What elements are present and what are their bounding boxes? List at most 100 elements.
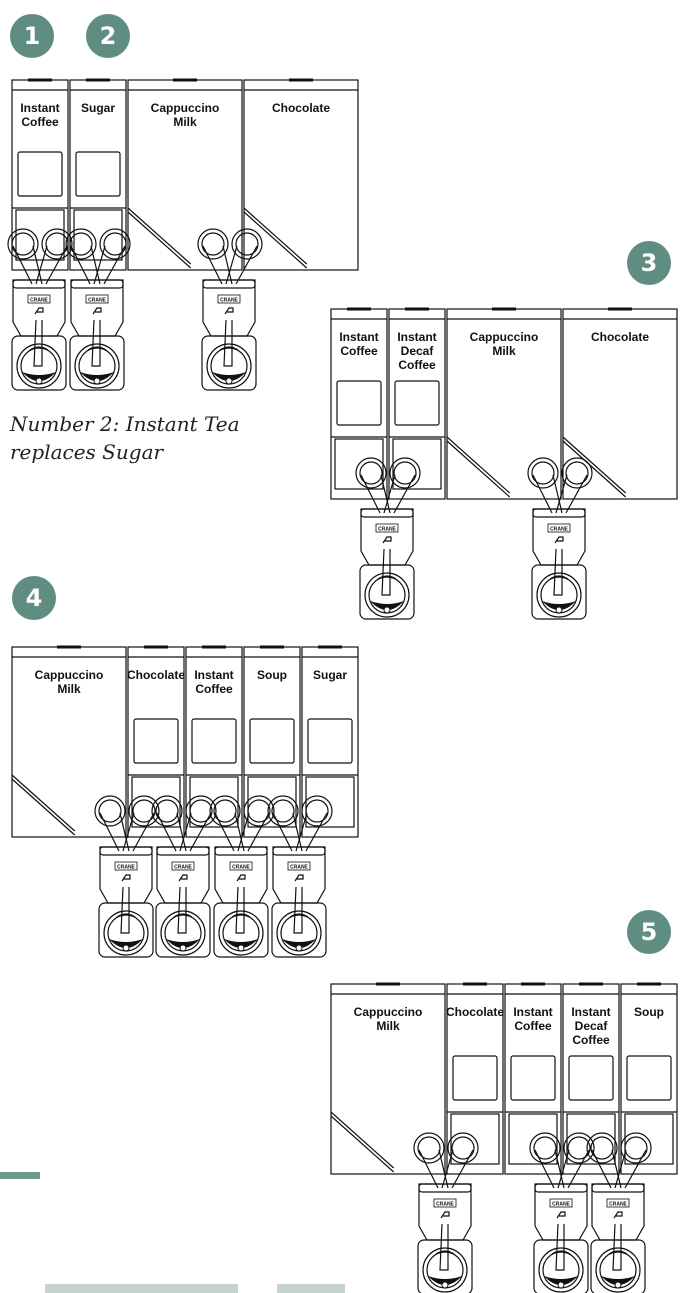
canister-label-line: Sugar bbox=[81, 101, 115, 115]
brand-label-box bbox=[217, 294, 241, 304]
canister-2: Sugar bbox=[69, 78, 127, 271]
brand-label: CRANE bbox=[88, 298, 106, 304]
mixing-bowl-0: CRANE bbox=[359, 508, 415, 620]
mixing-bowl-1: CRANE bbox=[69, 279, 125, 391]
brand-label-box bbox=[27, 294, 51, 304]
canister-4: Soup bbox=[243, 645, 301, 838]
canister-label-line: Chocolate bbox=[591, 330, 649, 344]
mixing-bowl-2: CRANE bbox=[590, 1183, 646, 1293]
canister-label-line: Cappuccino bbox=[354, 1005, 423, 1019]
powder-chute-3a bbox=[267, 795, 303, 852]
brand-label: CRANE bbox=[436, 1202, 454, 1208]
powder-chute-2b bbox=[237, 795, 275, 852]
step-badge-1: 1 bbox=[10, 14, 54, 58]
powder-chute-0b bbox=[122, 795, 160, 852]
powder-chute-1b bbox=[93, 228, 131, 285]
brand-label-box bbox=[375, 523, 399, 533]
canister-label-line: Instant bbox=[513, 1005, 552, 1019]
brand-label-box bbox=[114, 861, 138, 871]
powder-chute-1a bbox=[529, 1132, 565, 1189]
canister-label-line: Cappuccino bbox=[151, 101, 220, 115]
canister-label-line: Coffee bbox=[195, 682, 233, 696]
powder-chute-2a bbox=[209, 795, 245, 852]
decorative-bar-bottom-2 bbox=[277, 1284, 345, 1293]
canister-label-line: Instant bbox=[194, 668, 233, 682]
powder-chute-1a bbox=[65, 228, 101, 285]
brand-label: CRANE bbox=[174, 865, 192, 871]
mixing-bowl-1: CRANE bbox=[155, 846, 211, 958]
mixing-bowl-0: CRANE bbox=[417, 1183, 473, 1293]
canister-label-line: Coffee bbox=[514, 1019, 552, 1033]
canister-label-line: Instant bbox=[20, 101, 59, 115]
mixing-bowl-1: CRANE bbox=[533, 1183, 589, 1293]
config-3-group: InstantCoffeeInstantDecafCoffeeCappuccin… bbox=[330, 307, 678, 620]
powder-chute-1b bbox=[557, 1132, 595, 1189]
canister-label-line: Milk bbox=[57, 682, 81, 696]
brand-label: CRANE bbox=[232, 865, 250, 871]
canister-label-line: Milk bbox=[492, 344, 516, 358]
canister-2: Chocolate bbox=[446, 982, 504, 1175]
brand-label: CRANE bbox=[30, 298, 48, 304]
powder-chute-0b bbox=[383, 457, 421, 514]
note-line-2: replaces Sugar bbox=[10, 440, 164, 464]
brand-label: CRANE bbox=[290, 865, 308, 871]
powder-chute-1b bbox=[555, 457, 593, 514]
powder-chute-2b bbox=[225, 228, 263, 285]
brand-label-box bbox=[549, 1198, 573, 1208]
note-line-1: Number 2: Instant Tea bbox=[10, 412, 240, 436]
canister-label-line: Coffee bbox=[340, 344, 378, 358]
powder-chute-1a bbox=[151, 795, 187, 852]
mixing-bowl-1: CRANE bbox=[531, 508, 587, 620]
step-badge-2: 2 bbox=[86, 14, 130, 58]
canister-2: Chocolate bbox=[127, 645, 185, 838]
brand-label: CRANE bbox=[378, 527, 396, 533]
canister-label-line: Soup bbox=[257, 668, 287, 682]
canister-label-line: Coffee bbox=[21, 115, 59, 129]
brand-label: CRANE bbox=[117, 865, 135, 871]
brand-label-box bbox=[433, 1198, 457, 1208]
canister-label-line: Chocolate bbox=[446, 1005, 504, 1019]
canister-label-line: Sugar bbox=[313, 668, 347, 682]
step-badge-4: 4 bbox=[12, 576, 56, 620]
brand-label: CRANE bbox=[609, 1202, 627, 1208]
canister-5: Soup bbox=[620, 982, 678, 1175]
canister-label-line: Cappuccino bbox=[470, 330, 539, 344]
powder-chute-3b bbox=[295, 795, 333, 852]
powder-chute-0a bbox=[355, 457, 391, 514]
decorative-bar-left bbox=[0, 1172, 40, 1179]
powder-chute-0a bbox=[413, 1132, 449, 1189]
brand-label-box bbox=[547, 523, 571, 533]
powder-chute-0a bbox=[7, 228, 43, 285]
mixing-bowl-0: CRANE bbox=[11, 279, 67, 391]
canister-label-line: Chocolate bbox=[272, 101, 330, 115]
mixing-bowl-3: CRANE bbox=[271, 846, 327, 958]
canister-label-line: Instant bbox=[339, 330, 378, 344]
brand-label-box bbox=[606, 1198, 630, 1208]
decorative-bar-bottom-1 bbox=[45, 1284, 238, 1293]
powder-chute-1a bbox=[527, 457, 563, 514]
powder-chute-2a bbox=[197, 228, 233, 285]
powder-chute-1b bbox=[179, 795, 217, 852]
mixing-bowl-2: CRANE bbox=[201, 279, 257, 391]
canister-label-line: Milk bbox=[376, 1019, 400, 1033]
canister-4: Chocolate bbox=[562, 307, 678, 500]
canister-label-line: Soup bbox=[634, 1005, 664, 1019]
brand-label-box bbox=[171, 861, 195, 871]
canister-label-line: Milk bbox=[173, 115, 197, 129]
brand-label: CRANE bbox=[220, 298, 238, 304]
